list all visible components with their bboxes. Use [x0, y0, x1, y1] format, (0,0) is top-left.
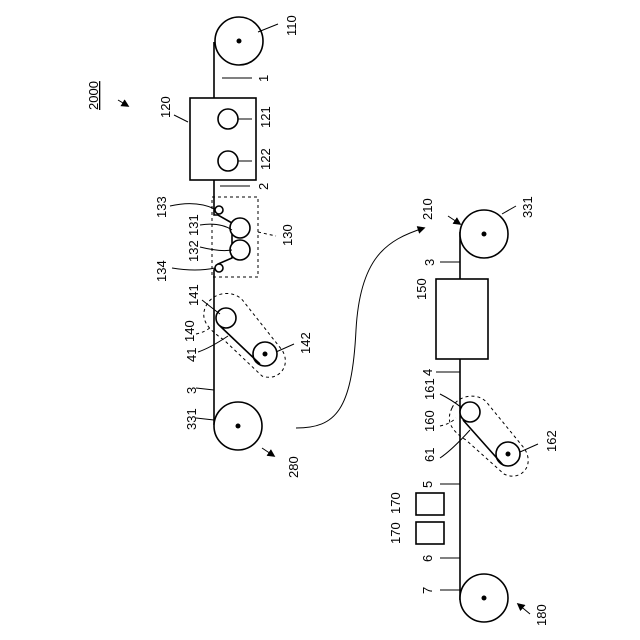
- label-131: 131: [186, 214, 201, 236]
- label-132: 132: [186, 240, 201, 262]
- label-7: 7: [420, 587, 435, 594]
- label-142: 142: [298, 332, 313, 354]
- label-180: 180: [534, 604, 549, 626]
- label-141: 141: [186, 284, 201, 306]
- label-162: 162: [544, 430, 559, 452]
- label-161: 161: [422, 378, 437, 400]
- unit-150-box: [436, 279, 488, 359]
- label-160: 160: [422, 410, 437, 432]
- roller-161: [460, 402, 480, 422]
- transfer-arrow: [296, 228, 424, 428]
- label-134: 134: [154, 260, 169, 282]
- label-150: 150: [414, 278, 429, 300]
- label-3-left: 3: [184, 387, 199, 394]
- roller-122: [218, 151, 238, 171]
- label-210: 210: [420, 198, 435, 220]
- label-120: 120: [158, 96, 173, 118]
- label-280: 280: [286, 456, 301, 478]
- label-170-lower: 170: [388, 522, 403, 544]
- roller-131: [230, 218, 250, 238]
- label-6: 6: [420, 555, 435, 562]
- unit-140-dashed-capsule: [204, 293, 286, 377]
- label-system: 2000: [86, 81, 101, 110]
- label-140: 140: [182, 320, 197, 342]
- label-3-right: 3: [422, 259, 437, 266]
- unit-170-upper: [416, 493, 444, 515]
- label-1: 1: [256, 75, 271, 82]
- roller-134: [215, 264, 223, 272]
- label-170-upper: 170: [388, 492, 403, 514]
- roller-141: [216, 308, 236, 328]
- label-2: 2: [256, 183, 271, 190]
- roller-121: [218, 109, 238, 129]
- label-5: 5: [420, 481, 435, 488]
- label-122: 122: [258, 148, 273, 170]
- film-41: [220, 326, 260, 364]
- label-133: 133: [154, 196, 169, 218]
- unit-170-lower: [416, 522, 444, 544]
- label-331-right: 331: [520, 196, 535, 218]
- label-331-left: 331: [184, 408, 199, 430]
- label-61: 61: [422, 448, 437, 462]
- label-110: 110: [284, 15, 299, 36]
- label-41: 41: [184, 348, 199, 362]
- roller-133: [215, 206, 223, 214]
- label-4: 4: [420, 369, 435, 376]
- label-130: 130: [280, 224, 295, 246]
- roller-132: [230, 240, 250, 260]
- label-121: 121: [258, 106, 273, 128]
